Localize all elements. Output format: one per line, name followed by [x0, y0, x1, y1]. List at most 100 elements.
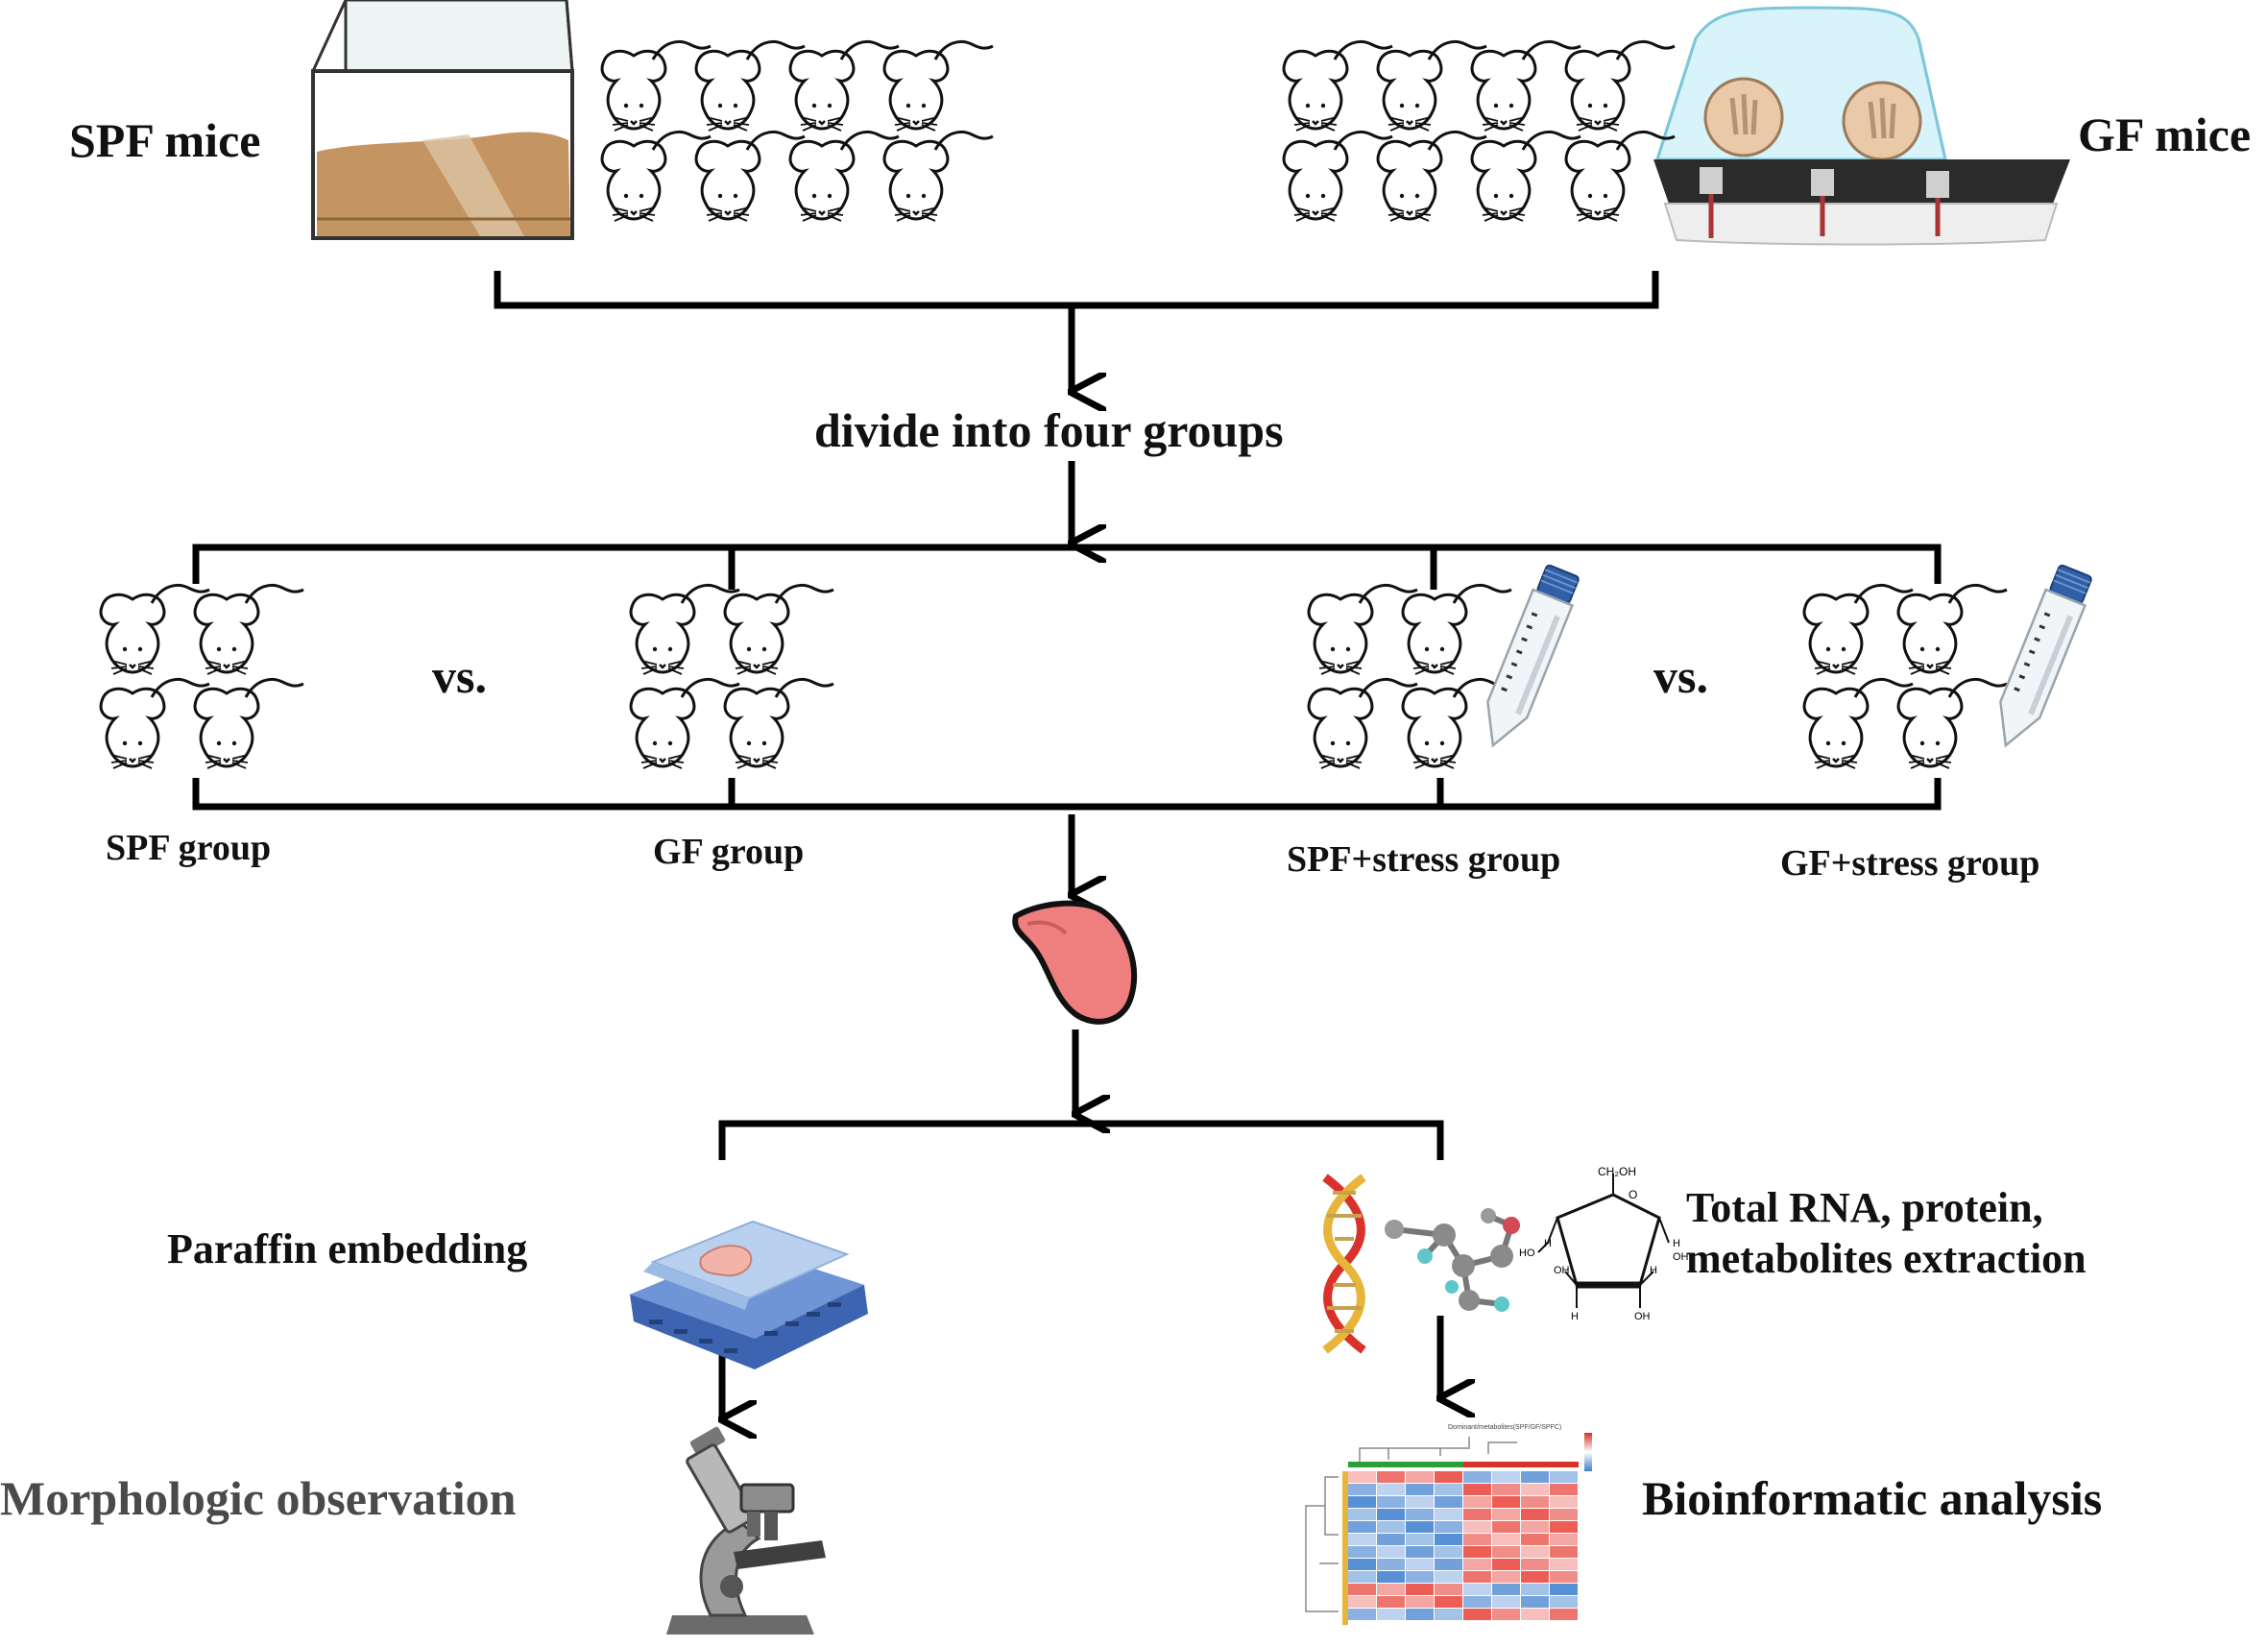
- mouse-icon: [882, 130, 995, 223]
- glucose-h-label: H: [1571, 1311, 1579, 1322]
- morphologic-observation-label: Morphologic observation: [0, 1471, 517, 1525]
- heatmap-cell: [1406, 1534, 1434, 1545]
- dna-icon: [1322, 1174, 1366, 1354]
- centrifuge-tube-icon: [1473, 563, 1582, 753]
- heatmap-cell: [1406, 1596, 1434, 1608]
- heatmap-cell: [1435, 1521, 1462, 1533]
- heatmap-cell: [1521, 1521, 1549, 1533]
- heatmap-cell: [1348, 1571, 1376, 1583]
- mouse-icon: [788, 39, 901, 133]
- heatmap-cell: [1521, 1496, 1549, 1508]
- heatmap-cell: [1435, 1496, 1462, 1508]
- heatmap-cell: [1406, 1584, 1434, 1595]
- heatmap-cell: [1406, 1471, 1434, 1483]
- heatmap-cell: [1521, 1596, 1549, 1608]
- heatmap-cell: [1348, 1534, 1376, 1545]
- gf-group-mice: [629, 583, 835, 770]
- mouse-icon: [1564, 39, 1677, 133]
- heatmap-cell: [1492, 1521, 1520, 1533]
- heatmap-cell: [1406, 1509, 1434, 1520]
- heatmap-cell: [1492, 1584, 1520, 1595]
- heatmap-cell: [1377, 1521, 1405, 1533]
- heatmap-cell: [1435, 1509, 1462, 1520]
- glucose-h-label: H: [1673, 1238, 1680, 1249]
- heatmap-cell: [1492, 1559, 1520, 1570]
- mouse-icon: [1470, 130, 1582, 223]
- heatmap-cell: [1435, 1584, 1462, 1595]
- heatmap-cell: [1492, 1546, 1520, 1558]
- mouse-icon: [788, 130, 901, 223]
- glucose-oh-label: OH: [1554, 1265, 1570, 1276]
- top-bracket: [494, 271, 1659, 309]
- heatmap-cell: [1377, 1534, 1405, 1545]
- mouse-icon: [1282, 130, 1394, 223]
- heatmap-cell: [1492, 1471, 1520, 1483]
- heatmap-cell: [1406, 1559, 1434, 1570]
- mouse-icon: [694, 39, 807, 133]
- heatmap-cell: [1406, 1521, 1434, 1533]
- heatmap-cell: [1492, 1534, 1520, 1545]
- gf-stress-group-label: GF+stress group: [1780, 843, 2040, 884]
- heatmap-cell: [1435, 1571, 1462, 1583]
- mouse-icon: [723, 677, 835, 770]
- heatmap-cell: [1377, 1584, 1405, 1595]
- heatmap-cell: [1463, 1571, 1491, 1583]
- spf-group-label: SPF group: [106, 828, 272, 868]
- vs-left-label: vs.: [432, 649, 487, 703]
- mouse-icon: [1896, 583, 2009, 676]
- heatmap-cell: [1377, 1484, 1405, 1495]
- heatmap-cell: [1377, 1546, 1405, 1558]
- heatmap-cell: [1463, 1609, 1491, 1620]
- heatmap-cell: [1550, 1546, 1578, 1558]
- mouse-icon: [882, 39, 995, 133]
- glucose-ch2oh-label: CH₂OH: [1598, 1165, 1636, 1178]
- isolator-icon: [1653, 6, 2070, 246]
- heatmap-cell: [1463, 1559, 1491, 1570]
- mouse-icon: [1896, 677, 2009, 770]
- heatmap-cell: [1550, 1496, 1578, 1508]
- heatmap-cell: [1348, 1496, 1376, 1508]
- heatmap-cell: [1377, 1609, 1405, 1620]
- mouse-icon: [694, 130, 807, 223]
- heatmap-cell: [1348, 1546, 1376, 1558]
- extraction-label: Total RNA, protein, metabolites extracti…: [1686, 1184, 2087, 1282]
- mouse-icon: [1802, 677, 1915, 770]
- cage-icon: [311, 0, 574, 240]
- glucose-h-label: H: [1544, 1238, 1552, 1249]
- heatmap-cell: [1348, 1509, 1376, 1520]
- heatmap-cell: [1406, 1496, 1434, 1508]
- mouse-icon: [99, 677, 211, 770]
- heatmap-cell: [1435, 1471, 1462, 1483]
- heatmap-cell: [1435, 1534, 1462, 1545]
- heatmap-cell: [1550, 1471, 1578, 1483]
- heatmap-cell: [1521, 1534, 1549, 1545]
- heatmap-cell: [1521, 1559, 1549, 1570]
- heatmap-cell: [1521, 1609, 1549, 1620]
- heatmap-cell: [1377, 1571, 1405, 1583]
- heatmap-cell: [1348, 1584, 1376, 1595]
- connector-lines: [192, 271, 1942, 1419]
- mouse-icon: [1307, 583, 1419, 676]
- glucose-ring-o-label: O: [1629, 1188, 1637, 1201]
- heatmap-cell: [1435, 1484, 1462, 1495]
- bioinformatic-analysis-label: Bioinformatic analysis: [1642, 1471, 2103, 1525]
- heatmap-cell: [1463, 1584, 1491, 1595]
- heatmap-cell: [1348, 1609, 1376, 1620]
- heatmap-cell: [1435, 1596, 1462, 1608]
- heatmap-cell: [1550, 1584, 1578, 1595]
- paraffin-embedding-label: Paraffin embedding: [167, 1225, 528, 1272]
- heatmap-cell: [1377, 1471, 1405, 1483]
- heatmap-cell: [1492, 1596, 1520, 1608]
- heatmap-cell: [1550, 1484, 1578, 1495]
- mouse-icon: [1470, 39, 1582, 133]
- heatmap-cell: [1463, 1496, 1491, 1508]
- heatmap-cell: [1492, 1484, 1520, 1495]
- mouse-icon: [723, 583, 835, 676]
- mouse-icon: [193, 677, 305, 770]
- heatmap-cell: [1377, 1559, 1405, 1570]
- paraffin-block-icon: [630, 1220, 868, 1369]
- spf-mice-group: [600, 39, 995, 223]
- heatmap-cell: [1492, 1509, 1520, 1520]
- heatmap-cell: [1377, 1496, 1405, 1508]
